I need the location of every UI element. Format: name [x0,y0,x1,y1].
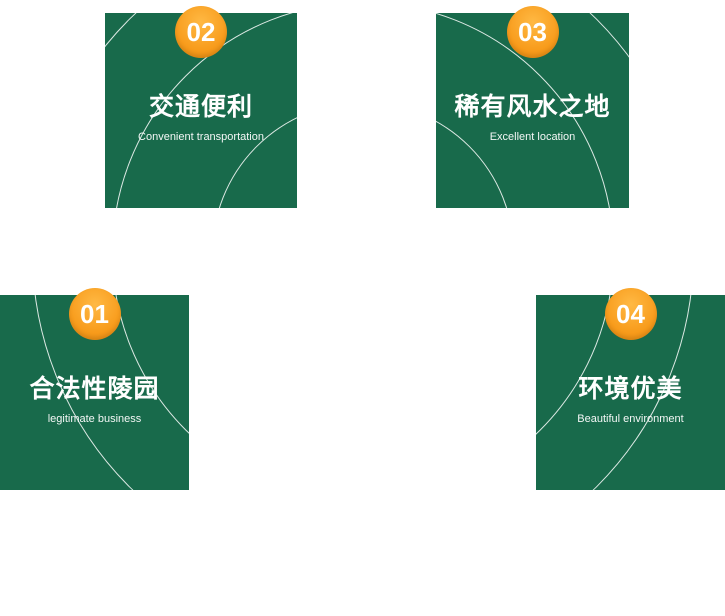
number-badge: 03 [506,6,559,58]
card-subtitle: legitimate business [47,413,142,426]
card-content: 合法性陵园 legitimate business [0,295,189,490]
feature-card-location: 03 稀有风水之地 Excellent location [436,6,629,208]
card-content: 交通便利 Convenient transportation [105,13,297,208]
card-subtitle: Beautiful environment [577,413,684,426]
card-subtitle: Convenient transportation [138,131,264,144]
feature-card-environment: 04 环境优美 Beautiful environment [536,288,725,490]
feature-card-legitimate-business: 01 合法性陵园 legitimate business [0,288,189,490]
card-content: 稀有风水之地 Excellent location [436,13,629,208]
number-badge: 01 [68,288,121,340]
badge-number: 01 [80,299,109,329]
feature-card-transportation: 02 交通便利 Convenient transportation [105,6,297,208]
card-subtitle: Excellent location [489,131,576,144]
badge-number: 04 [616,299,645,329]
card-title: 交通便利 [148,92,253,121]
card-title: 合法性陵园 [29,374,160,403]
card-content: 环境优美 Beautiful environment [536,295,725,490]
number-badge: 02 [175,6,227,58]
card-title: 环境优美 [578,374,683,403]
badge-number: 02 [186,17,216,47]
badge-number: 03 [518,17,547,47]
card-title: 稀有风水之地 [454,92,611,121]
